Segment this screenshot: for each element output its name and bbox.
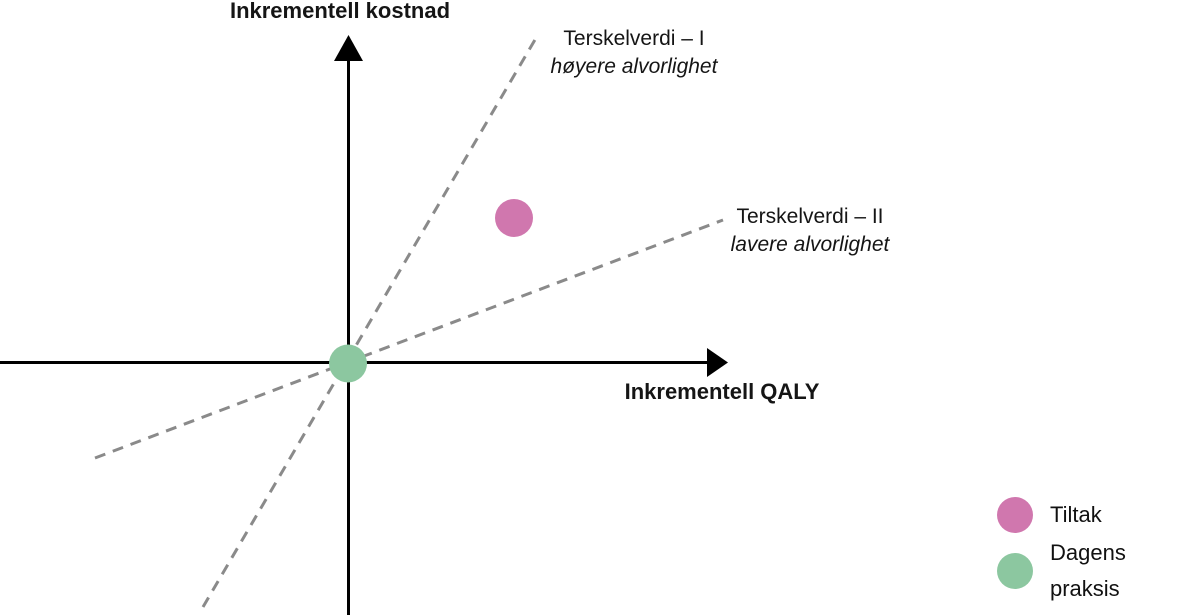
threshold-2-subtitle: lavere alvorlighet — [730, 233, 890, 256]
threshold-line-1 — [201, 37, 538, 608]
threshold-2-label: Terskelverdi – II lavere alvorlighet — [703, 203, 917, 259]
threshold-1-label: Terskelverdi – I høyere alvorlighet — [528, 25, 740, 81]
threshold-2-title: Terskelverdi – II — [736, 205, 884, 228]
threshold-line-2 — [94, 218, 724, 460]
threshold-1-subtitle: høyere alvorlighet — [550, 55, 718, 78]
x-axis-label: Inkrementell QALY — [624, 379, 820, 404]
legend-item-tiltak: Tiltak — [997, 497, 1200, 533]
x-axis-arrow-icon — [707, 348, 728, 377]
y-axis-arrow-icon — [334, 35, 363, 61]
point-tiltak — [495, 199, 533, 237]
point-dagens-praksis — [329, 344, 367, 383]
legend: Tiltak Dagens praksis — [997, 497, 1200, 609]
legend-item-dagens-praksis: Dagens praksis — [997, 540, 1200, 601]
legend-label-dagens-praksis: Dagens praksis — [1050, 540, 1126, 601]
legend-swatch-tiltak-icon — [997, 497, 1033, 533]
legend-label-tiltak: Tiltak — [1050, 502, 1102, 527]
legend-swatch-dagens-praksis-icon — [997, 553, 1033, 589]
threshold-1-title: Terskelverdi – I — [563, 27, 705, 50]
y-axis-label: Inkrementell kostnad — [229, 0, 451, 23]
